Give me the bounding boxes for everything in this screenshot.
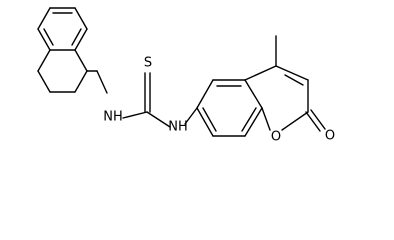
- nh-left-label: NH: [103, 110, 123, 125]
- tetrahydronaphthalene-aromatic-ring: [37, 7, 88, 51]
- carbonyl-double-bond: [305, 111, 321, 132]
- double-bond-inner: [202, 107, 217, 132]
- bond: [275, 65, 309, 81]
- thiourea-linker: [86, 70, 198, 128]
- bond: [261, 107, 271, 131]
- ring-oxygen-label: O: [271, 130, 281, 145]
- bond: [196, 107, 214, 137]
- chemical-structure-diagram: NH S NH O O: [37, 7, 335, 145]
- bond: [196, 79, 214, 109]
- bond: [184, 107, 198, 125]
- bond: [37, 49, 51, 72]
- coumarin-pyranone-ring: [244, 35, 326, 132]
- bond: [96, 70, 108, 94]
- nh-right-label: NH: [168, 120, 188, 135]
- carbonyl-oxygen-label: O: [325, 129, 335, 144]
- atom-labels: NH S NH O O: [103, 56, 335, 145]
- carbonyl-double-bond: [310, 109, 326, 130]
- bond: [281, 111, 309, 131]
- coumarin-benzo-ring: [196, 79, 263, 137]
- bond: [122, 111, 148, 119]
- bond: [74, 49, 88, 72]
- double-bond-inner: [71, 28, 82, 46]
- bond: [37, 70, 51, 93]
- bond: [244, 65, 277, 81]
- bond: [74, 7, 88, 30]
- bond: [244, 107, 263, 137]
- bond: [244, 79, 263, 109]
- bond: [37, 28, 51, 51]
- bond: [146, 111, 171, 128]
- bond: [37, 7, 51, 30]
- double-bond-inner: [241, 107, 257, 132]
- double-bond-inner: [284, 74, 304, 86]
- bond: [74, 28, 88, 51]
- bond: [74, 70, 88, 93]
- double-bond-inner: [43, 28, 54, 46]
- sulfur-label: S: [144, 56, 152, 71]
- tetrahydronaphthalene-saturated-ring: [37, 49, 88, 93]
